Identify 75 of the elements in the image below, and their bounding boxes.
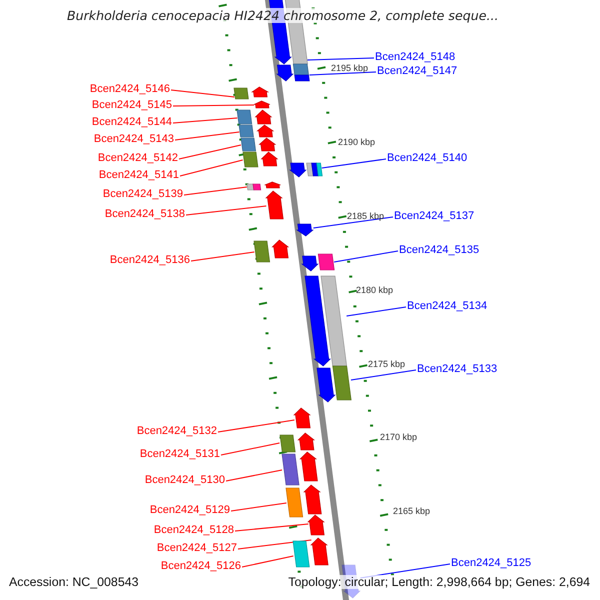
- gene-label: Bcen2424_5125: [451, 557, 532, 569]
- scale-label: 2195 kbp: [331, 63, 368, 73]
- gene-feature: [266, 191, 284, 219]
- gene-label: Bcen2424_5137: [394, 210, 474, 222]
- gene-feature: [246, 182, 281, 190]
- gene-feature: [286, 485, 322, 517]
- leader-line: [180, 160, 244, 176]
- gene-feature: [290, 163, 322, 177]
- gene-feature: [242, 152, 278, 167]
- gene-label: Bcen2424_5134: [407, 300, 488, 312]
- accession-text: Accession: NC_008543: [9, 575, 138, 589]
- gene-label: Bcen2424_5142: [98, 152, 178, 164]
- gene-label: Bcen2424_5144: [92, 116, 172, 128]
- leader-line: [186, 206, 267, 216]
- gene-feature: [254, 240, 289, 262]
- gene-label: Bcen2424_5133: [417, 363, 498, 375]
- gene-feature: [254, 101, 270, 108]
- leader-line: [312, 216, 394, 228]
- gene-label: Bcen2424_5146: [90, 83, 170, 95]
- gene-label: Bcen2424_5138: [104, 208, 185, 220]
- gene-label: Bcen2424_5136: [110, 254, 190, 266]
- map-title: Burkholderia cenocepacia HI2424 chromosome 2, complete seque...: [67, 8, 498, 23]
- gene-label: Bcen2424_5127: [156, 542, 237, 554]
- gene-feature: [280, 433, 314, 452]
- gene-feature: [311, 538, 328, 565]
- leader-line: [178, 144, 242, 160]
- scale-label: 2185 kbp: [347, 211, 384, 221]
- gene-feature: [277, 64, 310, 81]
- gene-label: Bcen2424_5148: [375, 51, 456, 63]
- leader-line: [242, 556, 294, 568]
- leader-line: [234, 524, 309, 532]
- gene-feature: [239, 125, 274, 137]
- leader-line: [172, 104, 255, 106]
- gene-label: Bcen2424_5128: [154, 524, 234, 536]
- gene-feature: [316, 366, 351, 402]
- gene-feature: [234, 87, 268, 99]
- leader-line: [306, 58, 374, 60]
- gene-label: Bcen2424_5147: [377, 65, 458, 77]
- leader-line: [170, 90, 235, 98]
- gene-feature: [237, 110, 272, 124]
- gene-label: Bcen2424_5126: [160, 560, 241, 572]
- gene-feature: [294, 408, 311, 428]
- gene-label: Bcen2424_5130: [144, 474, 225, 486]
- gene-label: Bcen2424_5145: [92, 99, 172, 111]
- scale-label: 2170 kbp: [380, 432, 418, 442]
- scale-label: 2180 kbp: [356, 285, 394, 295]
- leader-line: [172, 118, 238, 124]
- leader-line: [220, 442, 280, 456]
- leader-line: [174, 132, 240, 140]
- gene-label: Bcen2424_5139: [102, 188, 183, 200]
- gene-label: Bcen2424_5141: [98, 169, 179, 181]
- leader-line: [190, 252, 255, 262]
- gene-label: Bcen2424_5129: [150, 504, 230, 516]
- genome-summary: Topology: circular; Length: 2,998,664 bp; Genes: 2,694: [288, 575, 590, 589]
- leader-line: [350, 370, 416, 380]
- gene-label: Bcen2424_5131: [140, 448, 220, 460]
- gene-feature: [308, 515, 325, 535]
- leader-line: [184, 186, 248, 196]
- scale-label: 2165 kbp: [393, 506, 430, 516]
- gene-feature: [302, 254, 334, 271]
- gene-label: Bcen2424_5143: [94, 133, 174, 145]
- gene-label: Bcen2424_5132: [136, 425, 217, 437]
- gene-feature: [240, 138, 276, 151]
- gene-label: Bcen2424_5135: [399, 244, 480, 256]
- leader-line: [226, 470, 283, 482]
- gene-feature: [282, 452, 318, 485]
- leader-line: [309, 72, 376, 76]
- gene-feature: [304, 276, 347, 366]
- gene-label: Bcen2424_5140: [387, 152, 468, 164]
- scale-label: 2175 kbp: [368, 359, 406, 369]
- gene-feature: [293, 541, 310, 567]
- leader-line: [218, 420, 295, 432]
- gene-feature: [297, 224, 314, 236]
- leader-line: [230, 502, 287, 512]
- scale-label: 2190 kbp: [338, 137, 376, 147]
